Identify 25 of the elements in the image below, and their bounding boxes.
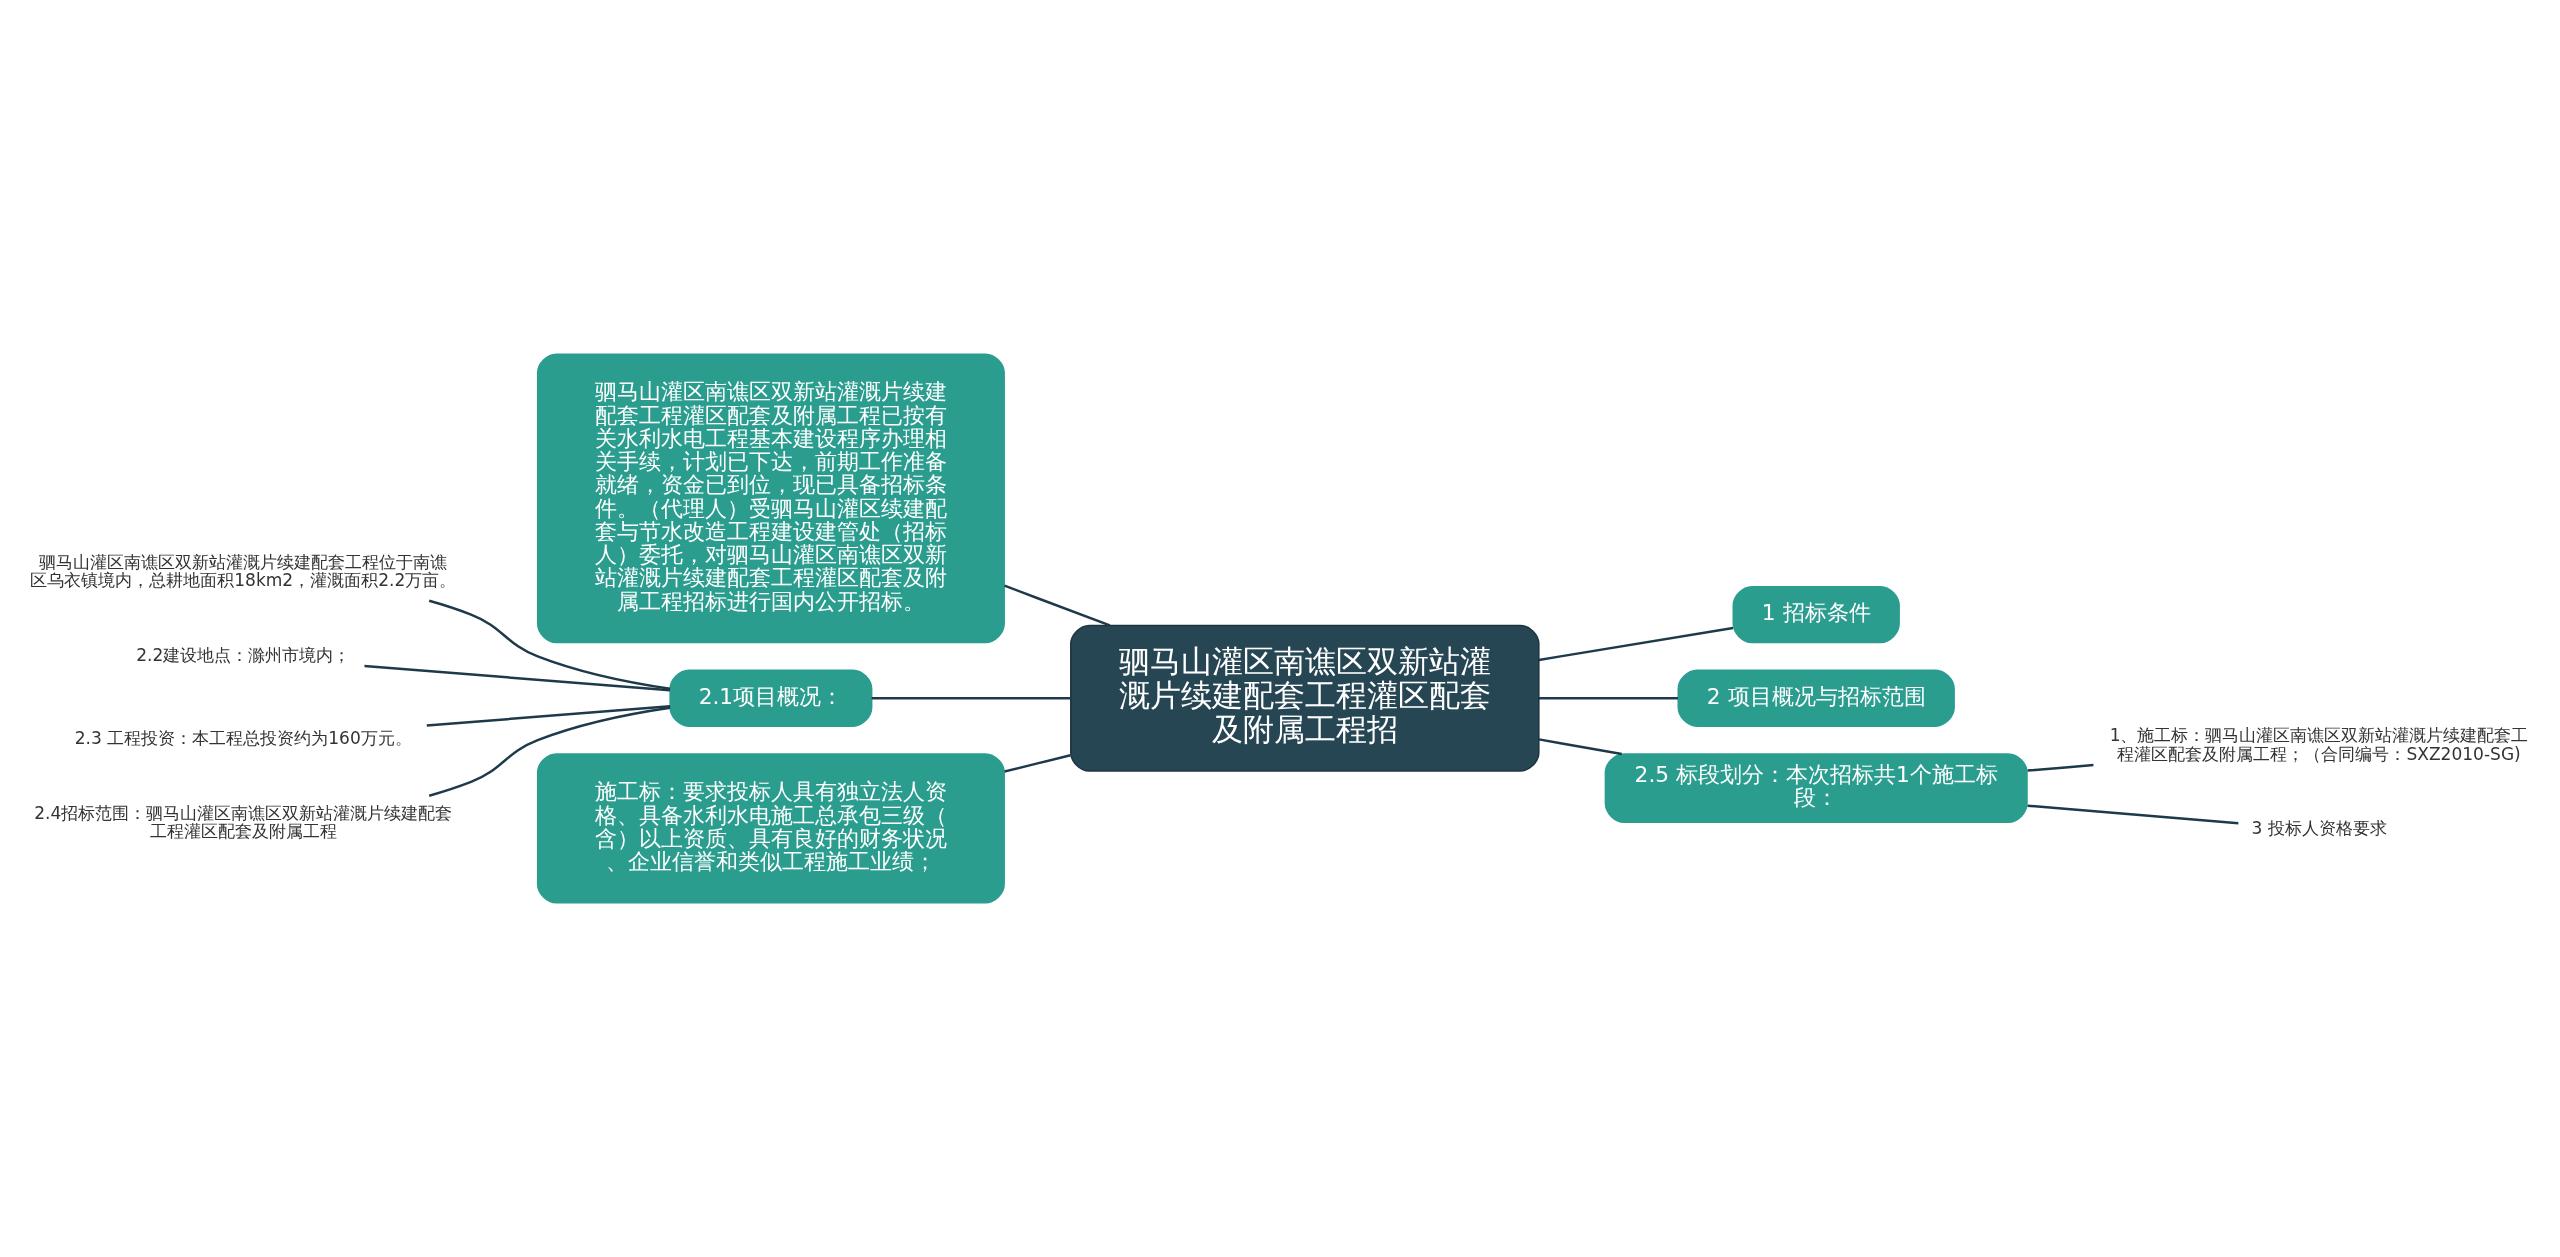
connector: [1004, 754, 1071, 773]
node-text: 驷马山灌区南谯区双新站灌溉片续建配套工程位于南谯区乌衣镇境内，总耕地面积18km2，灌溉面积2.2万亩。: [30, 551, 457, 591]
connector: [871, 697, 1071, 700]
node-text: 2.2建设地点：滁州市境内；: [136, 644, 351, 665]
node-text: 2.3 工程投资：本工程总投资约为160万元。: [74, 728, 412, 749]
node-text: 1、施工标：驷马山灌区南谯区双新站灌溉片续建配套工程灌区配套及附属工程；（合同编号：SXZ2010-SG): [2109, 725, 2529, 764]
connector: [428, 706, 671, 797]
connector: [2027, 804, 2239, 825]
connector: [1538, 697, 1678, 700]
connector: [426, 704, 671, 727]
node-box: 施工标：要求投标人具有独立法人资格、具备水利水电施工总承包三级（含）以上资质、具有良好的财务状况、企业信誉和类似工程施工业绩；: [536, 753, 1005, 904]
node-box: 2.5 标段划分：本次招标共1个施工标段：: [1604, 753, 2028, 823]
node-text: 3 投标人资格要求: [2251, 818, 2387, 839]
node-box: 驷马山灌区南谯区双新站灌溉片续建配套工程灌区配套及附属工程招: [1070, 624, 1540, 772]
connector: [364, 664, 671, 692]
connector: [2027, 763, 2094, 772]
node-box: 1 招标条件: [1732, 585, 1900, 644]
connector: [1538, 626, 1734, 662]
connector: [428, 599, 671, 690]
node-text: 2.4招标范围：驷马山灌区南谯区双新站灌溉片续建配套工程灌区配套及附属工程: [34, 802, 453, 842]
connector: [1538, 738, 1622, 756]
node-box: 驷马山灌区南谯区双新站灌溉片续建配套工程灌区配套及附属工程已按有关水利水电工程基本建设程序办理相关手续，计划已下达，前期工作准备就绪，资金已到位，现已具备招标条件。（代理人）受驷马山灌区续建配套与节水改造工程建设建管处（招标人）委托，对驷马山灌区南谯区双新站灌溉片续建配套工程灌区配套及附属工程招标进行国内公开招标。: [536, 353, 1005, 644]
node-box: 2 项目概况与招标范围: [1677, 669, 1955, 727]
connector: [1004, 584, 1111, 627]
node-box: 2.1项目概况：: [669, 669, 873, 727]
